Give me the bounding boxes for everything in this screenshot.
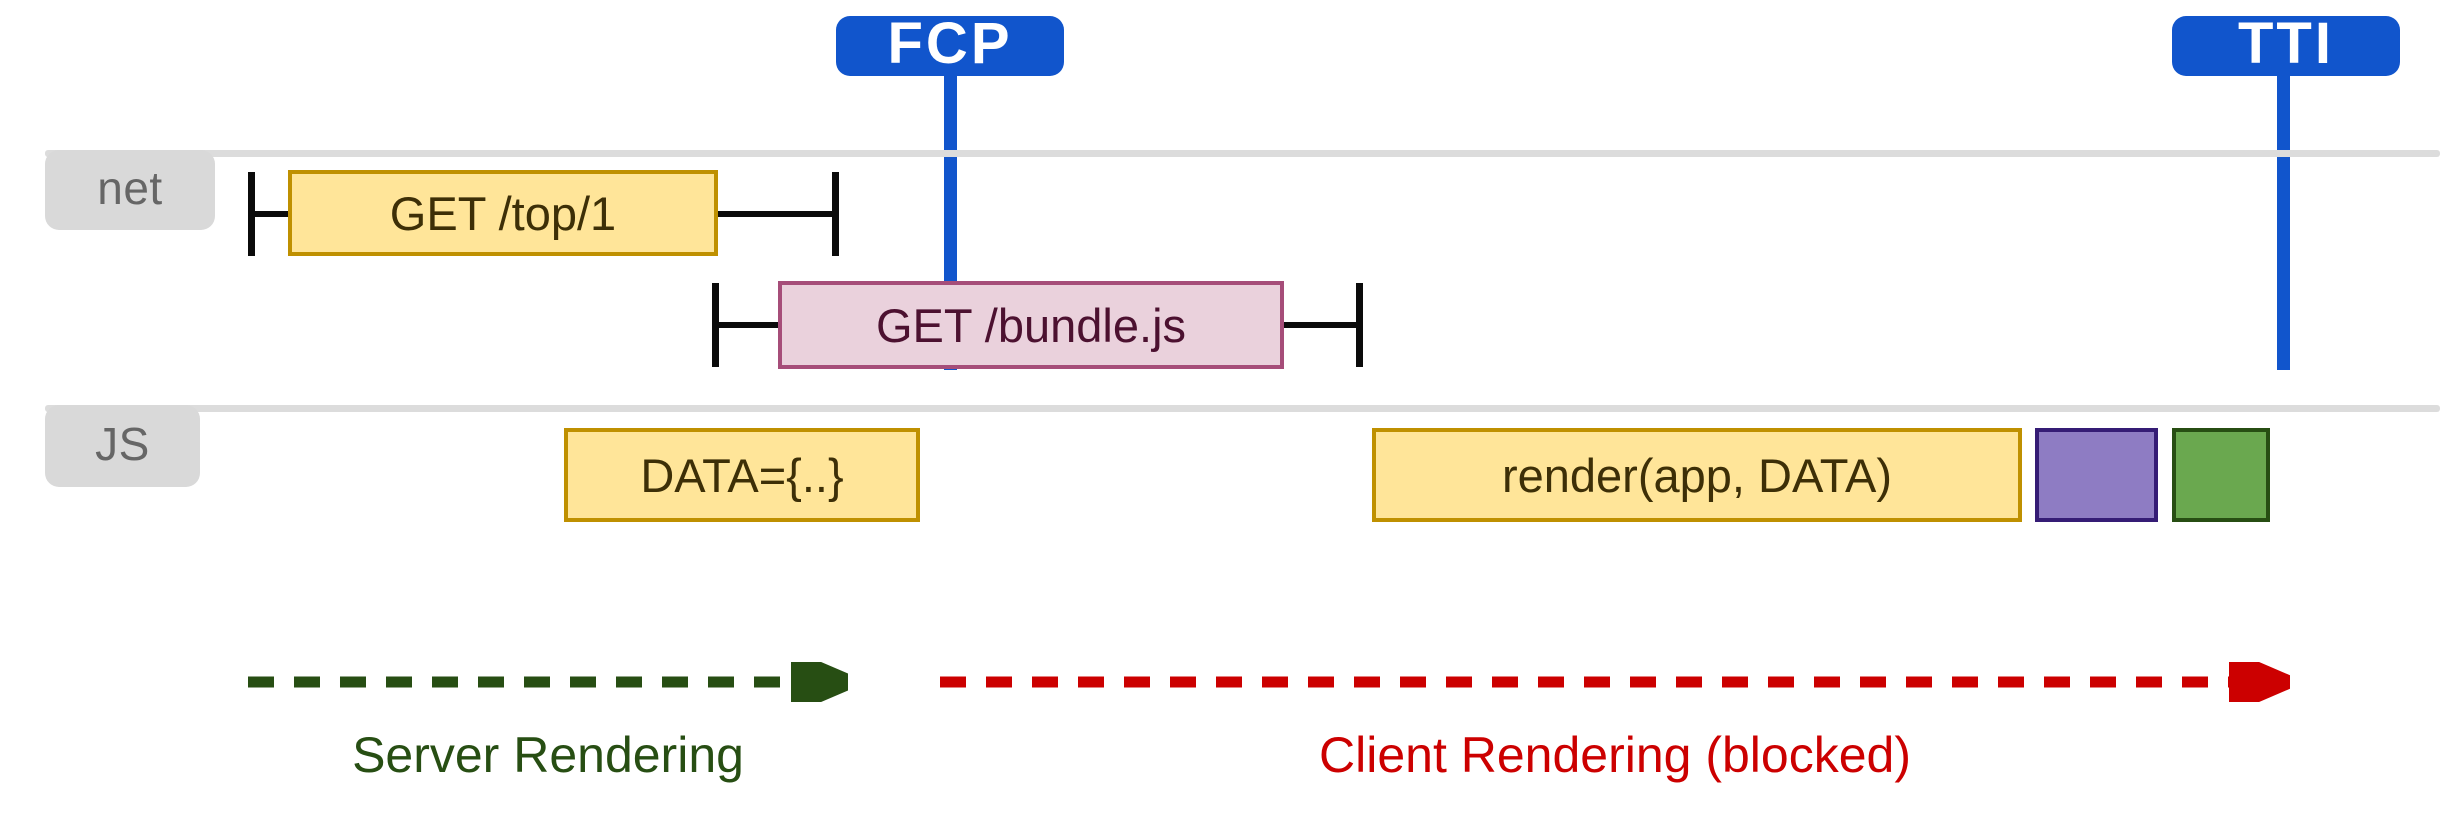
- task-paint-green[interactable]: [2172, 428, 2270, 522]
- get-bundle-whisker-bar-left: [712, 322, 784, 328]
- lane-chip-net: net: [45, 150, 215, 230]
- task-render-call[interactable]: render(app, DATA): [1372, 428, 2022, 522]
- lane-chip-js: JS: [45, 405, 200, 487]
- js-lane-rule: [45, 405, 2440, 412]
- net-lane-rule: [45, 150, 2440, 157]
- task-get-bundle-label: GET /bundle.js: [875, 298, 1187, 352]
- get-top-whisker-cap-right: [832, 172, 839, 256]
- get-top-whisker-bar-left: [248, 211, 296, 217]
- client-rendering-arrow: [940, 662, 2290, 702]
- server-rendering-label: Server Rendering: [352, 727, 744, 783]
- task-render-call-label: render(app, DATA): [1501, 448, 1893, 502]
- tti-marker-badge[interactable]: TTI: [2172, 11, 2400, 76]
- get-bundle-whisker-bar-right: [1274, 322, 1360, 328]
- lane-chip-net-label: net: [97, 162, 163, 214]
- task-data-assign[interactable]: DATA={..}: [564, 428, 920, 522]
- tti-marker-line: [2277, 70, 2290, 370]
- task-get-top-label: GET /top/1: [389, 186, 617, 240]
- task-get-bundle[interactable]: GET /bundle.js: [778, 281, 1284, 369]
- fcp-marker-badge[interactable]: FCP: [836, 11, 1064, 76]
- tti-marker-label: TTI: [2238, 11, 2334, 76]
- lane-chip-js-label: JS: [95, 418, 150, 470]
- client-rendering-label: Client Rendering (blocked): [1319, 727, 1911, 783]
- get-top-whisker-bar-right: [712, 211, 838, 217]
- task-get-top[interactable]: GET /top/1: [288, 170, 718, 256]
- task-hydrate-purple[interactable]: [2035, 428, 2158, 522]
- fcp-marker-label: FCP: [887, 11, 1013, 76]
- server-rendering-arrow: [248, 662, 848, 702]
- task-data-assign-label: DATA={..}: [640, 448, 844, 502]
- get-bundle-whisker-cap-right: [1356, 283, 1363, 367]
